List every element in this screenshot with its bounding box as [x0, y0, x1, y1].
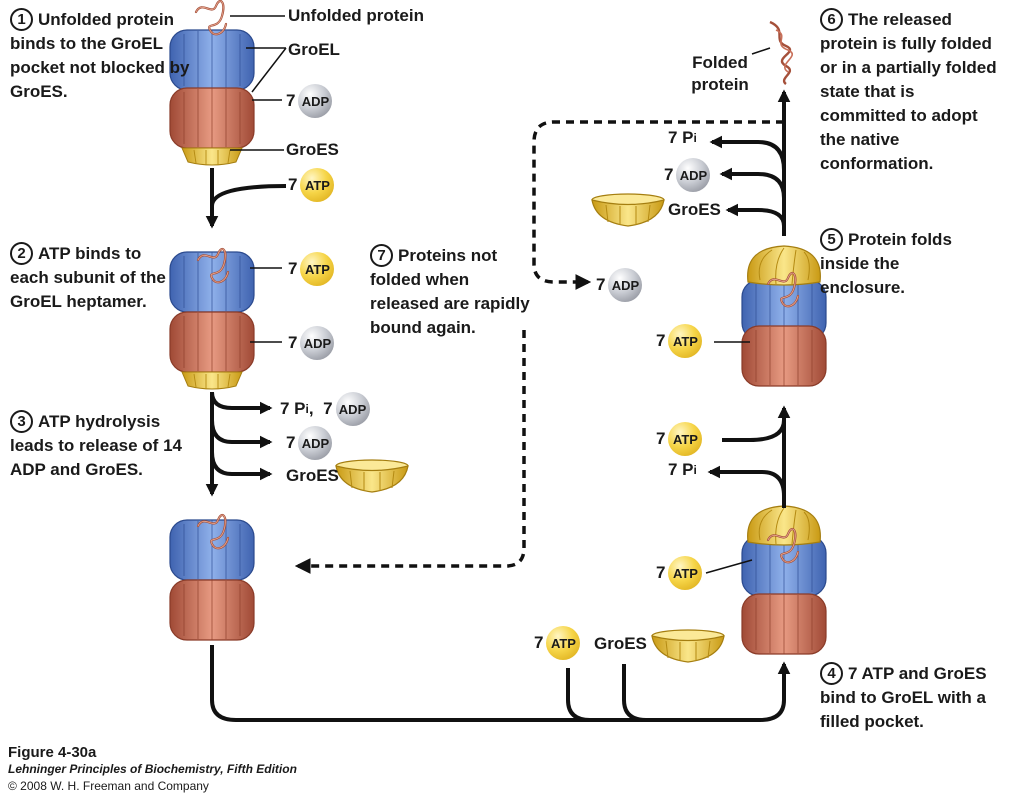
step-1-number: 1	[10, 8, 33, 31]
folded-protein-shape	[769, 20, 794, 85]
label-groes-removed: GroES	[668, 200, 721, 219]
adp-ball: ADP	[335, 392, 370, 426]
step-5-text: Protein folds inside the enclosure.	[820, 230, 952, 297]
step-1-text: Unfolded protein binds to the GroEL pock…	[10, 10, 190, 101]
adp-ball: ADP	[298, 426, 333, 460]
label-unfolded-protein: Unfolded protein	[288, 6, 424, 25]
folded-protein-text: Folded protein	[691, 53, 749, 94]
step-2-number: 2	[10, 242, 33, 265]
complex-4	[741, 505, 827, 655]
adp-ball: ADP	[676, 158, 711, 192]
step-7-number: 7	[370, 244, 393, 267]
groes-bowl-removed	[591, 193, 665, 227]
complex-3	[169, 513, 255, 641]
atp-ball: ATP	[668, 422, 703, 456]
step-4-text: 7 ATP and GroES bind to GroEL with a fil…	[820, 664, 987, 731]
step-5-number: 5	[820, 228, 843, 251]
step-2-text: ATP binds to each subunit of the GroEL h…	[10, 244, 166, 311]
atp-ball: ATP	[668, 556, 703, 590]
adp-ball: ADP	[608, 268, 643, 302]
label-folded-protein: Folded protein	[680, 52, 760, 96]
atp-ball: ATP	[300, 168, 335, 202]
groes-bowl-released	[335, 459, 409, 493]
copyright: © 2008 W. H. Freeman and Company	[8, 779, 209, 793]
adp-ball: ADP	[298, 84, 333, 118]
step-4-number: 4	[820, 662, 843, 685]
figure-caption: Figure 4-30a	[8, 744, 97, 761]
book-title: Lehninger Principles of Biochemistry, Fi…	[8, 762, 297, 776]
atp-ball: ATP	[546, 626, 581, 660]
complex-5	[741, 245, 827, 387]
label-groes-binding: GroES	[594, 634, 647, 653]
label-groel: GroEL	[288, 40, 340, 59]
complex-2	[169, 247, 255, 390]
groes-bowl-binding	[651, 629, 725, 663]
label-groes-top: GroES	[286, 140, 339, 159]
step-6-text: The released protein is fully folded or …	[820, 10, 997, 173]
adp-ball: ADP	[300, 326, 335, 360]
step-7-text: Proteins not folded when released are ra…	[370, 246, 530, 337]
step-6-number: 6	[820, 8, 843, 31]
label-groes-released: GroES	[286, 466, 339, 485]
atp-ball: ATP	[300, 252, 335, 286]
step-3-text: ATP hydrolysis leads to release of 14 AD…	[10, 412, 182, 479]
atp-ball: ATP	[668, 324, 703, 358]
step-3-number: 3	[10, 410, 33, 433]
